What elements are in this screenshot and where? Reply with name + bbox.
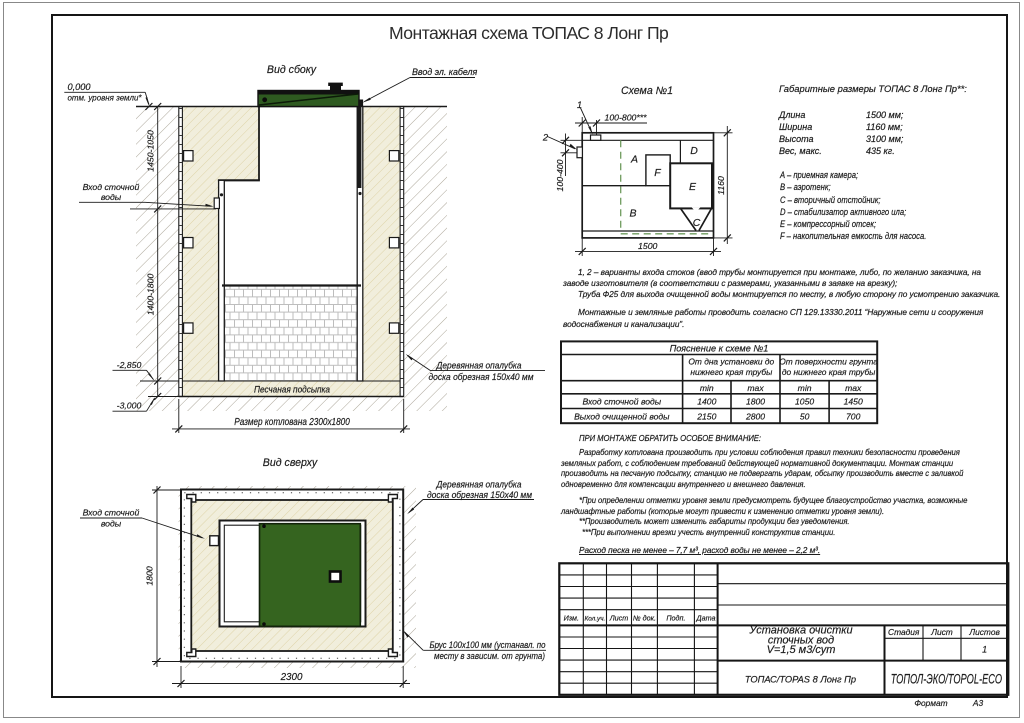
- svg-text:min: min: [700, 383, 714, 393]
- svg-text:Ввод эл. кабеля: Ввод эл. кабеля: [412, 67, 478, 77]
- svg-text:100-800***: 100-800***: [605, 113, 648, 123]
- svg-text:Размер котлована 2300х1800: Размер котлована 2300х1800: [234, 417, 350, 428]
- svg-text:Вид сверху: Вид сверху: [263, 457, 318, 469]
- svg-text:месту в зависим. от грунта): месту в зависим. от грунта): [434, 651, 545, 661]
- svg-text:1800: 1800: [746, 397, 765, 407]
- svg-text:D: D: [690, 145, 698, 157]
- svg-text:Вид сбоку: Вид сбоку: [267, 64, 317, 76]
- svg-text:Вход сточной: Вход сточной: [83, 182, 140, 192]
- svg-text:№ док.: № док.: [633, 613, 656, 622]
- svg-text:max: max: [747, 383, 764, 393]
- svg-text:A: A: [630, 154, 638, 166]
- svg-text:воды: воды: [101, 519, 122, 529]
- svg-text:Дата: Дата: [696, 613, 716, 622]
- svg-text:до нижнего края трубы: до нижнего края трубы: [782, 367, 876, 377]
- svg-text:ТОПОЛ-ЭКО/TOPOL-ECO: ТОПОЛ-ЭКО/TOPOL-ECO: [891, 671, 1002, 688]
- svg-text:1450-1050: 1450-1050: [146, 130, 156, 172]
- svg-text:А3: А3: [972, 698, 984, 708]
- svg-text:100-400: 100-400: [555, 159, 565, 191]
- svg-text:700: 700: [846, 411, 861, 421]
- svg-text:1450: 1450: [844, 397, 863, 407]
- svg-text:Вход сточной: Вход сточной: [83, 508, 140, 518]
- svg-text:Деревянная опалубка: Деревянная опалубка: [436, 480, 522, 490]
- svg-text:сточных вод: сточных вод: [768, 635, 834, 647]
- svg-text:От дна установки до: От дна установки до: [688, 356, 774, 366]
- svg-text:Лист: Лист: [930, 627, 953, 637]
- svg-text:B: B: [629, 208, 636, 220]
- svg-text:E: E: [689, 181, 697, 193]
- svg-text:ТОПАС/TOPAS 8 Лонг Пр: ТОПАС/TOPAS 8 Лонг Пр: [745, 675, 856, 685]
- svg-text:Подп.: Подп.: [666, 613, 685, 622]
- svg-text:1800: 1800: [145, 566, 155, 585]
- svg-text:Изм.: Изм.: [564, 613, 579, 622]
- svg-text:50: 50: [800, 411, 810, 421]
- svg-text:1400: 1400: [697, 397, 716, 407]
- svg-text:2: 2: [542, 132, 549, 143]
- svg-text:Вход сточной воды: Вход сточной воды: [583, 397, 662, 407]
- svg-text:Кол.уч.: Кол.уч.: [584, 615, 605, 622]
- svg-text:2150: 2150: [696, 411, 716, 421]
- svg-text:нижнего края трубы: нижнего края трубы: [690, 367, 772, 377]
- svg-text:доска обрезная 150х40 мм: доска обрезная 150х40 мм: [427, 490, 532, 500]
- svg-text:1: 1: [982, 645, 987, 655]
- svg-text:Лист: Лист: [609, 613, 629, 622]
- svg-text:1400-1800: 1400-1800: [146, 274, 156, 316]
- svg-text:2300: 2300: [280, 672, 303, 683]
- svg-text:0,000: 0,000: [68, 82, 92, 92]
- svg-text:Стадия: Стадия: [888, 627, 920, 637]
- svg-text:C: C: [693, 217, 701, 229]
- svg-text:Пояснение к схеме №1: Пояснение к схеме №1: [670, 343, 769, 353]
- svg-text:-3,000: -3,000: [117, 401, 142, 411]
- svg-text:От поверхности грунта: От поверхности грунта: [779, 356, 878, 366]
- svg-text:1050: 1050: [795, 397, 814, 407]
- svg-text:Песчаная подсыпка: Песчаная подсыпка: [254, 384, 330, 395]
- svg-text:-2,850: -2,850: [117, 360, 142, 370]
- svg-text:Установка очистки: Установка очистки: [748, 625, 852, 637]
- svg-text:1500: 1500: [638, 241, 657, 251]
- svg-text:Формат: Формат: [914, 698, 947, 708]
- svg-text:min: min: [798, 383, 812, 393]
- svg-text:Брус 100х100 мм (устанавл. по: Брус 100х100 мм (устанавл. по: [430, 640, 546, 650]
- svg-text:Листов: Листов: [968, 627, 1000, 637]
- svg-text:Деревянная опалубка: Деревянная опалубка: [436, 360, 522, 370]
- svg-text:2800: 2800: [745, 411, 765, 421]
- svg-text:F: F: [654, 167, 661, 179]
- svg-text:1: 1: [577, 99, 582, 110]
- svg-text:V=1,5 м3/сут: V=1,5 м3/сут: [767, 644, 836, 656]
- svg-text:доска обрезная 150х40 мм: доска обрезная 150х40 мм: [429, 372, 534, 382]
- svg-text:Выход очищенной воды: Выход очищенной воды: [574, 411, 670, 421]
- svg-text:Схема №1: Схема №1: [621, 85, 673, 97]
- svg-text:воды: воды: [101, 192, 122, 202]
- svg-text:1160: 1160: [716, 176, 726, 195]
- svg-text:max: max: [845, 383, 862, 393]
- svg-text:отм. уровня земли*: отм. уровня земли*: [68, 93, 143, 103]
